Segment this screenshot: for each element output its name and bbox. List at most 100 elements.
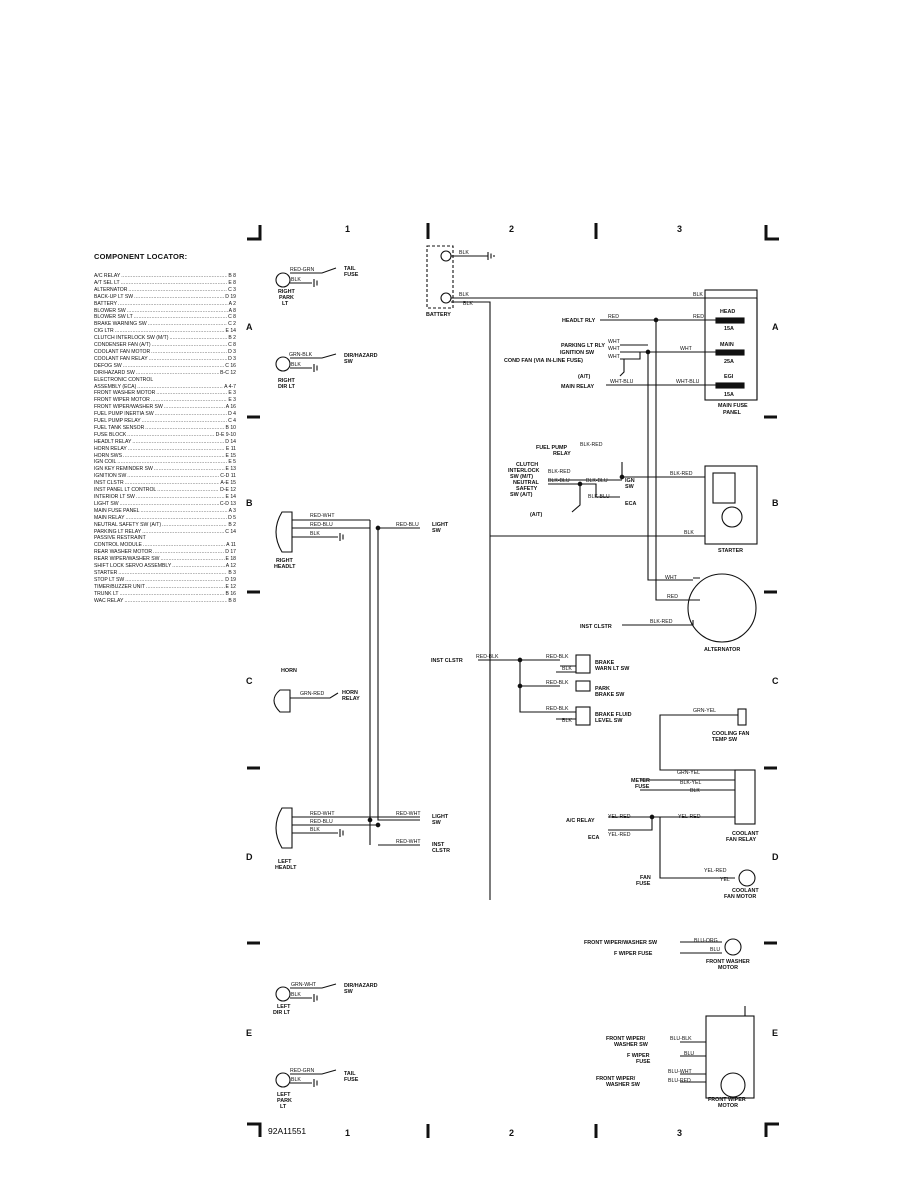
left-dir-lt-label-2: DIR LT	[273, 1010, 291, 1016]
front-washer-motor-label-2: MOTOR	[718, 965, 738, 971]
wire-label: BLK	[310, 531, 320, 537]
left-park-lt-label-2: PARK	[277, 1098, 292, 1104]
locator-item-name: INTERIOR LT SW	[94, 494, 135, 500]
brake-fluid-sw-label-1: BRAKE FLUID	[595, 712, 632, 718]
wire-label: BLU-WHT	[668, 1069, 692, 1075]
col-label-1-bottom: 1	[345, 1128, 350, 1138]
locator-item-ref: C-D 11	[220, 473, 236, 480]
right-dir-lt	[275, 356, 291, 372]
wire-label: RED-WHT	[310, 811, 335, 817]
col-label-3-bottom: 3	[677, 1128, 682, 1138]
locator-item-name: MAIN FUSE PANEL	[94, 507, 140, 514]
locator-item: PASSIVE RESTRAINT	[94, 535, 236, 542]
locator-item: FRONT WIPER MOTORE 3	[94, 397, 236, 404]
dir-hazard-sw-label-1: DIR/HAZARD	[344, 353, 378, 359]
locator-item: ELECTRONIC CONTROL	[94, 377, 236, 384]
wire-label: RED-WHT	[310, 513, 335, 519]
left-dir-lt-label-1: LEFT	[277, 1004, 291, 1010]
wire-label: BLK	[291, 362, 301, 368]
locator-item-ref: B 3	[228, 569, 236, 576]
right-park-lt	[275, 272, 291, 288]
wire-label: BLK	[310, 827, 320, 833]
locator-item-ref: D 19	[225, 576, 236, 583]
wire-label: BLK-BLU	[588, 494, 610, 500]
locator-item-ref: E 8	[228, 279, 236, 286]
coolant-fan-relay-label-1: COOLANT	[732, 831, 759, 837]
park-brake-sw-box	[575, 680, 591, 692]
wire-label: RED-GRN	[290, 1068, 314, 1074]
corner-mark-tr	[764, 225, 779, 241]
cooling-fan-temp-sw-label-1: COOLING FAN	[712, 731, 750, 737]
locator-item-ref: C-D 13	[219, 500, 236, 507]
wire-label: WHT-BLU	[610, 379, 634, 385]
wire-label: WHT	[608, 339, 621, 345]
clutch-interlock-label-4: NEUTRAL	[513, 480, 539, 486]
locator-item-ref: E 12	[225, 583, 236, 590]
locator-item: LIGHT SWC-D 13	[94, 501, 236, 508]
locator-item-name: ASSEMBLY (ECA)	[94, 383, 137, 390]
row-label-b-right: B	[772, 498, 779, 508]
left-headlt-label-2: HEADLT	[275, 865, 297, 871]
wire-label: BLK	[291, 1077, 301, 1083]
locator-item-name: FUSE BLOCK	[94, 431, 127, 438]
coolant-fan-motor-label-1: COOLANT	[732, 888, 759, 894]
front-wiper-motor-label-1: FRONT WIPER	[708, 1097, 746, 1103]
locator-item-name: CLUTCH INTERLOCK SW (M/T)	[94, 335, 169, 342]
locator-item: WAC RELAYB 8	[94, 598, 236, 605]
locator-item-ref: E 14	[225, 328, 236, 335]
fuse-egi-label: EGI	[724, 374, 734, 380]
wire-label: BLU-ORG	[694, 938, 718, 944]
fuse-head-rating: 15A	[724, 326, 734, 332]
corner-mark-bl	[247, 1122, 262, 1137]
battery-neg-terminal	[440, 250, 452, 262]
locator-item: ASSEMBLY (ECA) A 4-7	[94, 384, 236, 391]
locator-item-name: SHIFT LOCK SERVO ASSEMBLY	[94, 563, 172, 570]
clutch-interlock-label-5: SAFETY	[516, 486, 538, 492]
locator-item-ref: B 16	[225, 590, 236, 597]
locator-item: HORN SWSE 15	[94, 453, 236, 460]
locator-item-name: DIR/HAZARD SW	[94, 369, 135, 376]
locator-item-name: COOLANT FAN MOTOR	[94, 348, 151, 355]
light-sw-lower-label-1: LIGHT	[432, 814, 449, 820]
dir-hazard-sw-lower-label-1: DIR/HAZARD	[344, 983, 378, 989]
ignition-sw-label: IGNITION SW	[560, 350, 595, 356]
locator-item-name: BLOWER SW LT	[94, 314, 133, 321]
fuse-main-rating: 25A	[724, 359, 734, 365]
clutch-interlock-label-2: INTERLOCK	[508, 468, 540, 474]
wire-label: RED	[667, 594, 678, 600]
right-headlt-label-1: RIGHT	[276, 558, 293, 564]
right-dir-lt-label-2: DIR LT	[278, 384, 296, 390]
wire-label: GRN-BLK	[289, 352, 313, 358]
ground-icon	[313, 279, 344, 1087]
tail-fuse-label-2: FUSE	[344, 272, 359, 278]
locator-item: INST CLSTRA-E 15	[94, 480, 236, 487]
ac-relay-label: A/C RELAY	[566, 818, 595, 824]
locator-item-ref: E 15	[225, 452, 236, 459]
front-wiper-washer-sw-3-label-2: WASHER SW	[606, 1082, 641, 1088]
light-sw-label-1: LIGHT	[432, 522, 449, 528]
wire-label: WHT	[665, 575, 678, 581]
wire-label: RED-BLK	[546, 654, 569, 660]
locator-item: ALTERNATORC 3	[94, 287, 236, 294]
inst-clstr-single-label: INST CLSTR	[580, 624, 612, 630]
inst-clstr-brake-label: INST CLSTR	[431, 658, 463, 664]
horn-body	[273, 689, 291, 713]
locator-item-ref: A 16	[225, 404, 236, 411]
wire-label: WHT-BLU	[676, 379, 700, 385]
left-park-lt	[275, 1072, 291, 1088]
main-relay-label: MAIN RELAY	[561, 384, 594, 390]
wire-label: YEL-RED	[608, 814, 631, 820]
locator-item: BACK-UP LT SWD 19	[94, 294, 236, 301]
locator-item-name: INST PANEL LT CONTROL	[94, 487, 157, 494]
locator-item-ref: D 14	[225, 438, 236, 445]
locator-item-name: A/C RELAY	[94, 273, 121, 279]
ign-sw-label-1: IGN	[625, 478, 635, 484]
inst-clstr-label-2: CLSTR	[432, 848, 450, 854]
locator-item-name: REAR WASHER MOTOR	[94, 549, 153, 556]
locator-item-name: CIG LTR	[94, 328, 114, 335]
locator-item-name: MAIN RELAY	[94, 514, 125, 521]
front-wiper-washer-sw-label: FRONT WIPER/WASHER SW	[584, 940, 658, 946]
wire-label: BLK-RED	[670, 471, 693, 477]
locator-item-ref: A 4-7	[224, 383, 236, 390]
front-wiper-washer-sw-2-label-1: FRONT WIPER/	[606, 1036, 646, 1042]
